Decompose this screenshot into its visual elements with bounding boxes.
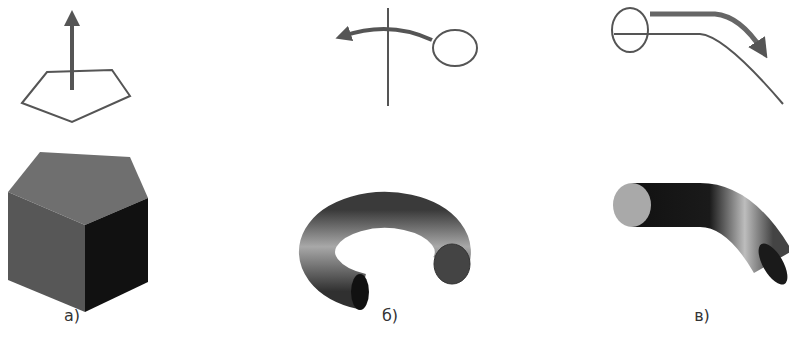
panel-label: а) <box>64 308 80 324</box>
panel-label: в) <box>694 308 710 324</box>
open-torus <box>317 210 470 310</box>
extrude-sketch <box>22 18 130 122</box>
swept-pipe <box>613 183 789 289</box>
sweep-sketch <box>612 8 783 104</box>
prism <box>8 152 148 312</box>
revolve-sketch <box>343 8 477 106</box>
panel-label: б) <box>382 308 398 324</box>
